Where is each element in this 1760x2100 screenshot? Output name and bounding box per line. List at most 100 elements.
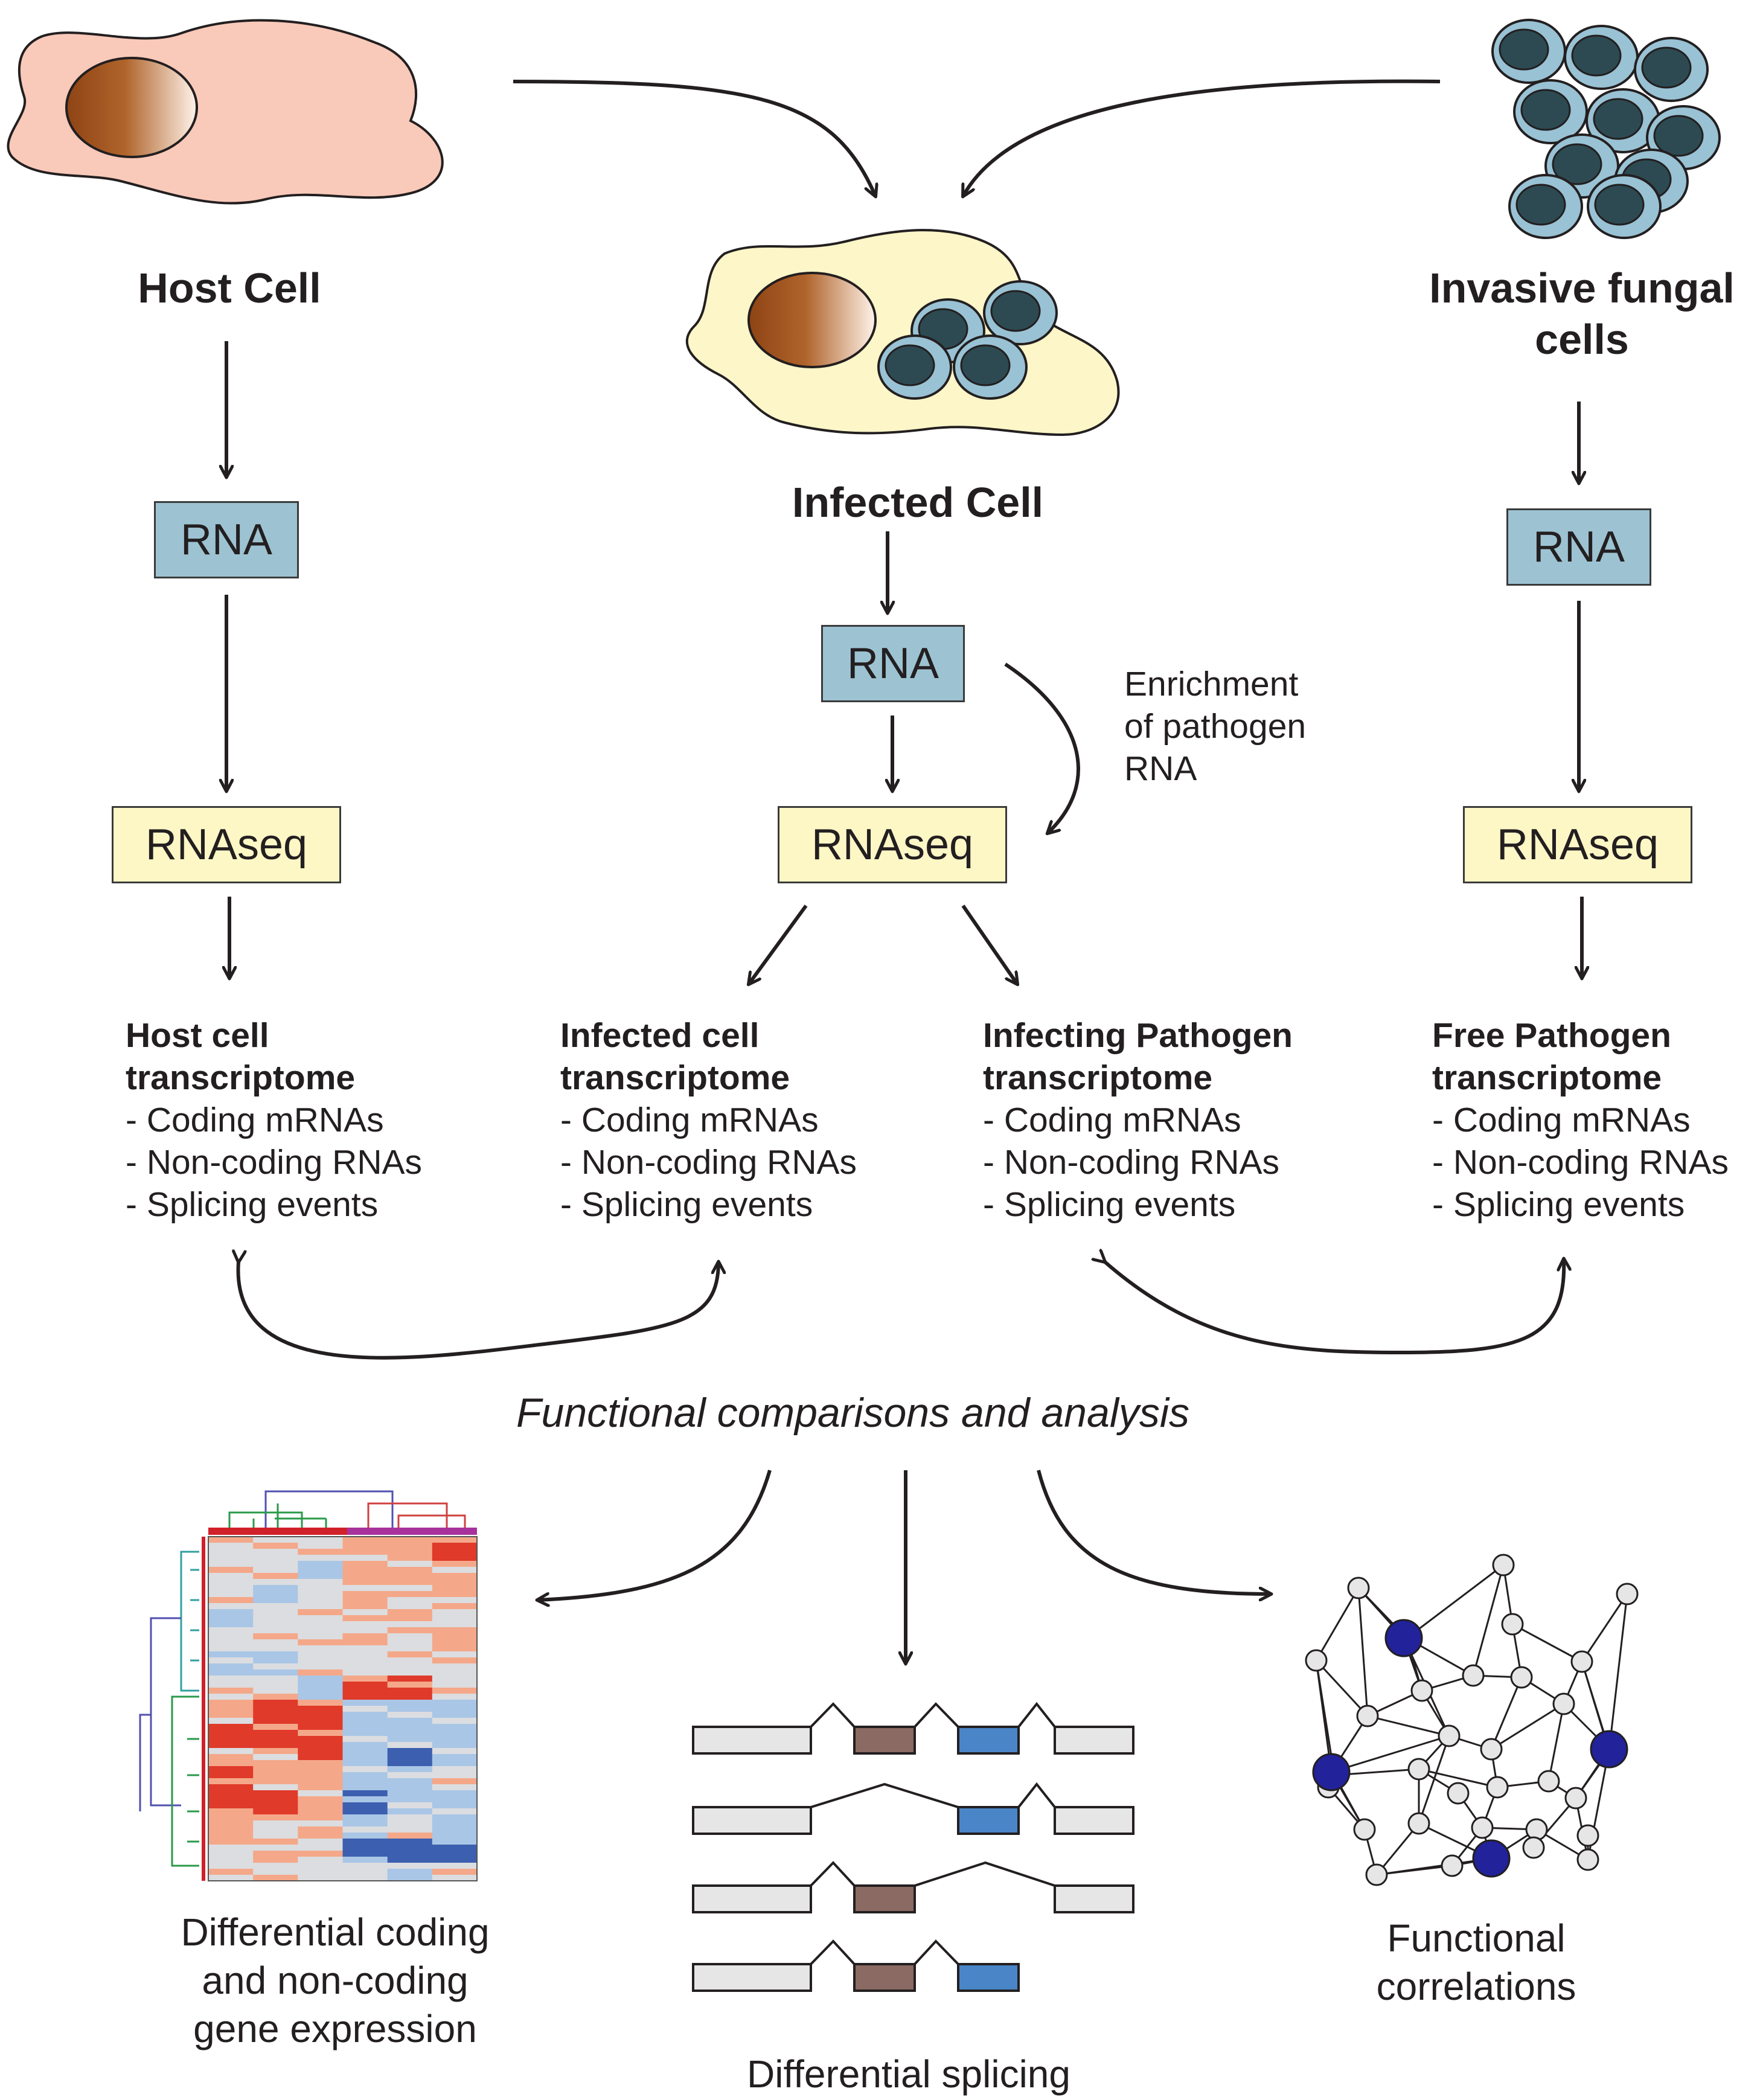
arrow-host-to-infected <box>513 80 875 196</box>
infecting-pathogen-head-2: transcriptome <box>983 1058 1213 1097</box>
infected-transcriptome: Infected cell transcriptome - Coding mRN… <box>560 1014 857 1226</box>
flow-arrows <box>226 79 1582 1663</box>
infected-item-coding: - Coding mRNAs <box>560 1101 819 1139</box>
correlations-caption-line-1: Functional <box>1387 1916 1566 1960</box>
arrow-to-expression <box>537 1470 772 1600</box>
infected-item-noncoding: - Non-coding RNAs <box>560 1143 857 1182</box>
enrichment-line-2: of pathogen <box>1124 707 1307 746</box>
network-node-3 <box>1616 1583 1639 1605</box>
network-node-4 <box>1305 1649 1328 1672</box>
network-node-10 <box>1462 1664 1485 1687</box>
host-item-coding: - Coding mRNAs <box>126 1101 384 1139</box>
infected-rna-label: RNA <box>846 639 939 688</box>
network-node-7 <box>1570 1650 1593 1673</box>
network-node-11 <box>1510 1666 1533 1689</box>
network-node-25 <box>1576 1848 1599 1871</box>
infecting-fungal-cell-3 <box>877 335 952 400</box>
enrichment-line-3: RNA <box>1124 749 1197 788</box>
arrow-compare-host-infected <box>238 1262 718 1360</box>
fungal-cells-icon <box>1491 19 1721 239</box>
network-hub-node-4 <box>1472 1839 1511 1878</box>
fungal-cell-9 <box>1508 174 1583 239</box>
network-node-26 <box>1365 1863 1388 1886</box>
heatmap-icon <box>139 1490 478 1881</box>
host-cell-nucleus <box>65 57 198 158</box>
fungal-cell-5 <box>1586 88 1660 153</box>
fungal-cell-10 <box>1587 174 1662 239</box>
fungal-cells-title-line2: cells <box>1535 316 1629 363</box>
arrow-to-network <box>1037 1470 1271 1594</box>
enrichment-note: Enrichment of pathogen RNA <box>1124 663 1306 790</box>
infected-transcriptome-head-1: Infected cell <box>560 1016 760 1055</box>
host-rna-box: RNA <box>154 501 299 578</box>
network-node-27 <box>1522 1836 1545 1859</box>
infecting-pathogen-head-1: Infecting Pathogen <box>983 1016 1293 1055</box>
fungal-rnaseq-label: RNAseq <box>1496 821 1659 869</box>
splicing-icon <box>692 1701 1134 1992</box>
host-rnaseq-box: RNAseq <box>112 806 341 883</box>
network-node-21 <box>1471 1816 1494 1839</box>
infected-cell-icon <box>685 229 1120 437</box>
expression-caption-line-1: Differential coding <box>181 1910 490 1954</box>
arrow-compare-pathogens <box>1105 1259 1564 1355</box>
fungal-rna-box: RNA <box>1506 508 1651 586</box>
network-node-17 <box>1486 1776 1509 1799</box>
network-node-6 <box>1501 1613 1524 1636</box>
host-item-splicing: - Splicing events <box>126 1185 379 1224</box>
arrow-rnaseq-to-pathogen-transcriptome <box>961 904 1017 984</box>
network-node-14 <box>1480 1738 1503 1761</box>
network-node-24 <box>1441 1854 1464 1877</box>
network-hub-node-1 <box>1384 1619 1423 1657</box>
infected-rna-box: RNA <box>821 625 965 702</box>
infected-transcriptome-head-2: transcriptome <box>560 1058 790 1097</box>
isoform-1 <box>692 1701 1134 1755</box>
fungal-cell-3 <box>1634 37 1709 102</box>
network-hub-node-3 <box>1590 1730 1628 1769</box>
network-node-9 <box>1410 1679 1433 1702</box>
network-node-18 <box>1537 1770 1560 1793</box>
correlations-caption-line-2: correlations <box>1376 1965 1576 2008</box>
infecting-fungal-cell-4 <box>953 335 1028 400</box>
network-node-22 <box>1564 1787 1587 1810</box>
fungal-rnaseq-box: RNAseq <box>1463 806 1692 883</box>
fungal-cell-1 <box>1491 19 1566 84</box>
infected-rnaseq-label: RNAseq <box>811 821 974 869</box>
infected-rnaseq-box: RNAseq <box>778 806 1007 883</box>
fungal-cell-4 <box>1513 79 1588 144</box>
network-node-12 <box>1552 1692 1575 1715</box>
free-item-coding: - Coding mRNAs <box>1432 1101 1691 1139</box>
isoform-3 <box>692 1861 1134 1913</box>
arrow-fungal-to-infected <box>963 79 1441 196</box>
free-pathogen-transcriptome: Free Pathogen transcriptome - Coding mRN… <box>1432 1014 1729 1226</box>
expression-caption-line-2: and non-coding <box>202 1959 469 2002</box>
free-pathogen-head-1: Free Pathogen <box>1432 1016 1671 1055</box>
fungal-cells-title-line1: Invasive fungal <box>1429 264 1735 312</box>
host-rna-label: RNA <box>180 516 272 564</box>
host-transcriptome-head-2: transcriptome <box>126 1058 356 1097</box>
infecting-item-coding: - Coding mRNAs <box>983 1101 1241 1139</box>
host-cell-title: Host Cell <box>138 264 321 312</box>
expression-caption: Differential coding and non-coding gene … <box>142 1908 528 2053</box>
network-node-13 <box>1438 1724 1461 1747</box>
infecting-fungal-cells-icon <box>877 280 1058 400</box>
fungal-rna-label: RNA <box>1532 523 1625 571</box>
infecting-fungal-cell-2 <box>983 280 1058 345</box>
free-pathogen-head-2: transcriptome <box>1432 1058 1662 1097</box>
network-node-20 <box>1353 1818 1376 1841</box>
network-hub-node-2 <box>1312 1753 1351 1791</box>
arrow-enrichment <box>1004 662 1080 833</box>
network-node-2 <box>1492 1554 1515 1577</box>
expression-caption-line-3: gene expression <box>193 2007 477 2050</box>
network-node-23 <box>1525 1818 1548 1841</box>
infected-cell-title: Infected Cell <box>792 479 1044 526</box>
infecting-pathogen-transcriptome: Infecting Pathogen transcriptome - Codin… <box>983 1014 1293 1226</box>
splicing-caption-line: Differential splicing <box>747 2052 1070 2096</box>
arrow-rnaseq-to-infected-transcriptome <box>749 904 808 984</box>
host-transcriptome: Host cell transcriptome - Coding mRNAs -… <box>126 1014 422 1226</box>
free-item-splicing: - Splicing events <box>1432 1185 1685 1224</box>
infected-item-splicing: - Splicing events <box>560 1185 813 1224</box>
isoform-4 <box>692 1939 1020 1992</box>
network-node-1 <box>1347 1577 1370 1599</box>
network-icon <box>1305 1554 1639 1886</box>
fungal-cell-2 <box>1564 25 1639 90</box>
